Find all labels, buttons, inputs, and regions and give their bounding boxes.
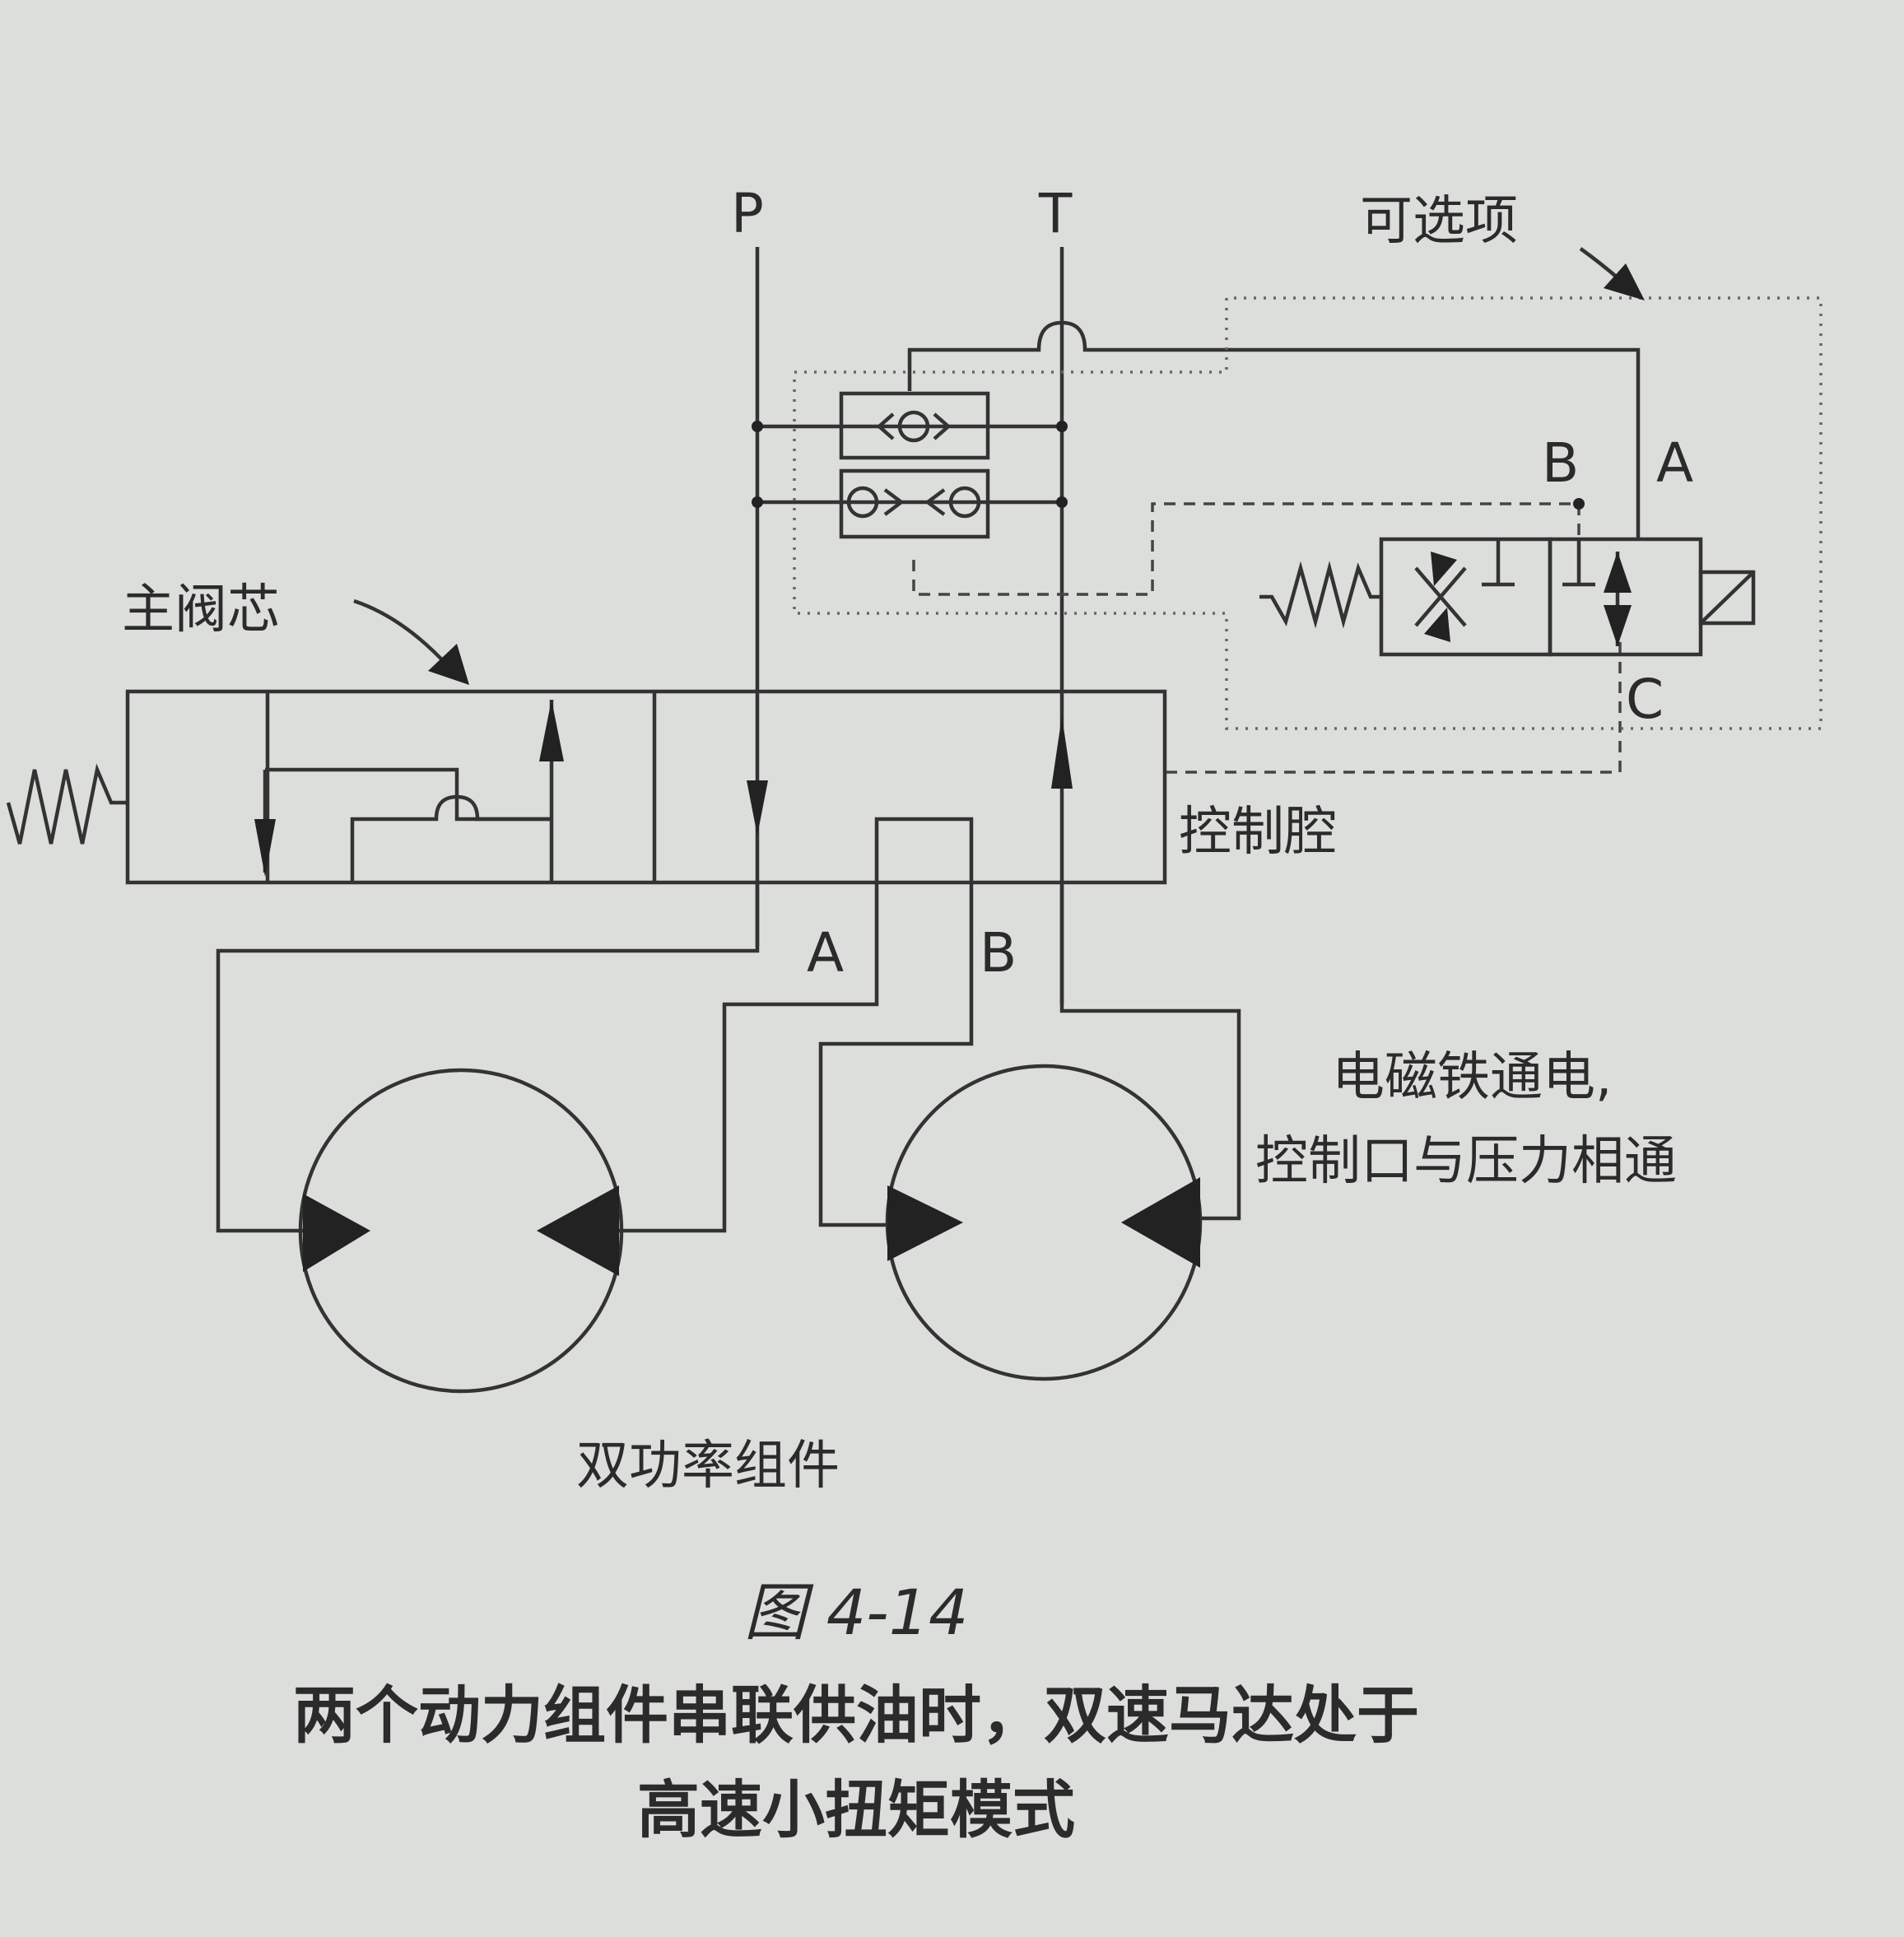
shuttle-valve-upper	[839, 391, 990, 460]
solenoid-valve	[1259, 498, 1756, 657]
motor-t-line	[1059, 882, 1241, 1221]
figure-caption: 图 4-14 两个动力组件串联供油时，双速马达处于 高速小扭矩模式	[293, 1576, 1419, 1846]
control-chamber-label: 控制腔	[1179, 802, 1337, 863]
solenoid-note-line2: 控制口与压力相通	[1255, 1131, 1677, 1192]
pilot-line-top	[907, 320, 1641, 539]
motor-b-line	[818, 882, 974, 1227]
solenoid-note-line1: 电磁铁通电,	[1332, 1047, 1612, 1108]
motor-left	[298, 1068, 624, 1394]
optional-label: 可选项	[1360, 191, 1518, 252]
main-spool-spring	[6, 763, 128, 845]
caption-line1: 两个动力组件串联供油时，双速马达处于	[293, 1679, 1419, 1752]
optional-pointer	[1579, 247, 1622, 282]
solenoid-port-c-label: C	[1626, 668, 1664, 731]
pilot-line-dashed-b	[912, 502, 1580, 596]
port-p-label: P	[731, 182, 764, 245]
solenoid-valve-left-block	[1379, 537, 1553, 657]
solenoid-port-b-label: B	[1542, 431, 1579, 495]
solenoid-spring	[1259, 561, 1381, 629]
solenoid-valve-right-block	[1548, 537, 1703, 657]
labels: P T 可选项 B A C 主阀芯 控制腔 A B 电磁铁通电, 控制口与压力相…	[122, 182, 1693, 1497]
optional-boundary	[793, 296, 1823, 730]
schematic-lines	[6, 247, 1823, 1394]
dual-power-label: 双功率组件	[576, 1436, 840, 1497]
main-spool-valve	[125, 689, 1167, 885]
motor-port-b-label: B	[980, 921, 1017, 985]
main-spool-body	[125, 689, 1167, 885]
main-spool-pointer	[353, 598, 450, 668]
solenoid-port-a-label: A	[1656, 431, 1693, 495]
solenoid-actuator	[1698, 570, 1756, 626]
motor-right	[885, 1064, 1203, 1381]
pilot-line-dashed-c	[1165, 642, 1622, 774]
shuttle-valve-lower	[839, 468, 990, 539]
motor-port-a-label: A	[807, 921, 844, 985]
shuttle-ball-upper	[897, 410, 930, 443]
motor-series-line	[616, 882, 879, 1233]
caption-line2: 高速小扭矩模式	[637, 1773, 1075, 1846]
motor-a-line	[216, 882, 760, 1233]
port-t-label: T	[1038, 182, 1073, 245]
figure-number: 图 4-14	[744, 1576, 969, 1649]
main-spool-label: 主阀芯	[122, 580, 280, 640]
